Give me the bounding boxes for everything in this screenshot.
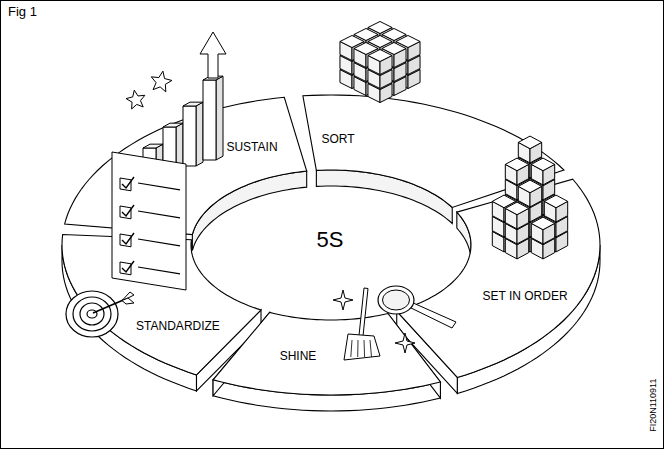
checklist-line (138, 183, 180, 190)
star-icon (126, 90, 145, 109)
broom-bristle (351, 340, 352, 357)
segment-label: STANDARDIZE (136, 320, 220, 334)
stacked-cubes-icon (505, 158, 528, 171)
hub-circle: 5S (314, 226, 347, 253)
ring-segment: SORT (318, 132, 357, 148)
sparkle-icon (333, 290, 353, 310)
figure-code: FI20N110911 (649, 378, 659, 431)
stacked-cubes-icon (505, 202, 528, 215)
broom-head (344, 334, 380, 360)
ring-segment: SUSTAIN (223, 140, 280, 156)
segment-label: SET IN ORDER (482, 290, 567, 304)
bar-icon (183, 106, 196, 166)
figure-label: Fig 1 (8, 5, 37, 20)
bar-icon (203, 80, 216, 160)
check-mark (122, 233, 134, 244)
segment-label: SUSTAIN (226, 141, 277, 155)
stacked-cubes-icon (544, 195, 567, 208)
ring-segment-face (303, 95, 564, 208)
checklist-line (138, 211, 180, 218)
bar-icon (183, 102, 203, 106)
stacked-cubes-icon (531, 158, 554, 171)
checklist-sheet (112, 152, 186, 290)
ring-segment: STANDARDIZE (133, 319, 223, 335)
magnifier-handle (407, 302, 456, 328)
sparkle-icon (395, 333, 415, 353)
stacked-cubes-icon (531, 217, 554, 230)
dart-icon (122, 298, 134, 304)
target-icon (80, 303, 104, 325)
segment-label: SHINE (280, 350, 317, 364)
magnifier-lens (383, 290, 410, 310)
check-mark (122, 261, 134, 272)
segment-label: SORT (321, 133, 354, 147)
broom-handle (359, 288, 368, 336)
bar-icon (216, 76, 223, 160)
bar-icon (163, 123, 183, 127)
bar-icon (196, 102, 203, 166)
check-mark (122, 177, 134, 188)
stacked-cubes-icon (518, 136, 541, 149)
broom-bristle (357, 340, 358, 357)
ring-segment-face (397, 179, 600, 377)
check-mark (122, 205, 134, 216)
magnifier-icon (378, 286, 414, 314)
bar-icon (143, 144, 163, 148)
stacked-cubes-icon (518, 180, 541, 193)
ring-segment: SET IN ORDER (479, 289, 570, 305)
checklist-line (138, 239, 180, 246)
checklist-line (138, 267, 180, 274)
broom-bristle (370, 340, 372, 357)
target-icon (66, 291, 118, 337)
ring-segment: SHINE (277, 349, 320, 365)
broom-bristle (364, 340, 366, 357)
ring-segment-face (213, 312, 440, 395)
star-icon (151, 71, 172, 92)
target-icon (73, 297, 111, 331)
hub-label: 5S (317, 227, 344, 252)
arrow-icon (200, 32, 226, 78)
cube-icon (368, 49, 392, 61)
